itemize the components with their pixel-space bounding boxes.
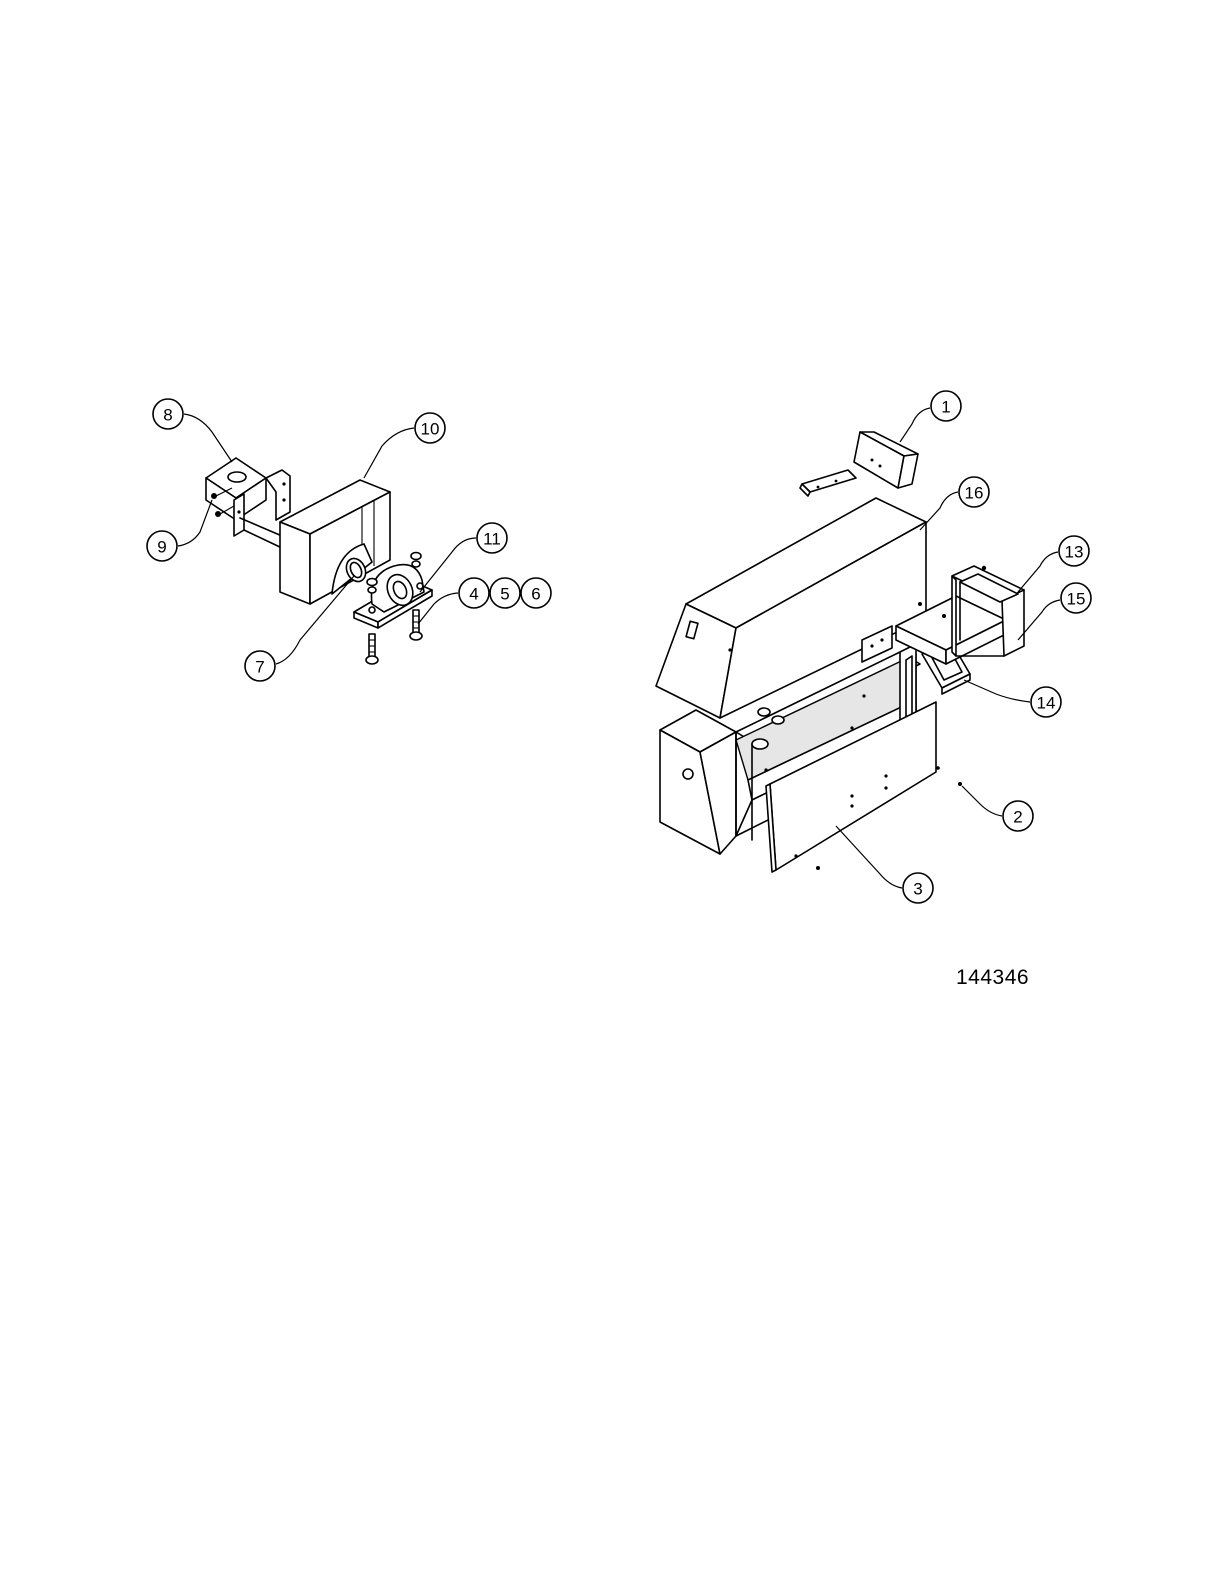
callout-bubble-6: 6 (521, 578, 551, 608)
callout-bubble-16: 16 (959, 477, 989, 507)
callout-label: 1 (941, 398, 950, 417)
callout-bubble-3: 3 (903, 873, 933, 903)
callout-bubble-2: 2 (1003, 801, 1033, 831)
callout-label: 16 (965, 484, 984, 503)
callout-label: 7 (255, 658, 264, 677)
callout-label: 14 (1037, 694, 1056, 713)
callout-bubble-7: 7 (245, 651, 275, 681)
callout-label: 2 (1013, 808, 1022, 827)
callout-bubble-4: 4 (459, 578, 489, 608)
callout-bubble-8: 8 (153, 399, 183, 429)
callout-bubble-13: 13 (1059, 536, 1089, 566)
callout-label: 8 (163, 406, 172, 425)
callout-label: 11 (483, 530, 501, 549)
callout-bubble-9: 9 (147, 531, 177, 561)
callout-label: 15 (1067, 590, 1086, 609)
callout-label: 13 (1065, 543, 1084, 562)
callout-bubble-1: 1 (931, 391, 961, 421)
shaft-part (240, 518, 282, 548)
callout-label: 4 (469, 585, 478, 604)
callout-bubble-5: 5 (490, 578, 520, 608)
callout-bubble-11: 11 (477, 523, 507, 553)
callout-label: 6 (531, 585, 540, 604)
right-assembly (656, 408, 1060, 888)
drawing-number: 144346 (956, 966, 1029, 990)
callout-label: 5 (500, 585, 509, 604)
callout-bubble-15: 15 (1061, 583, 1091, 613)
left-assembly (178, 414, 476, 664)
callout-label: 9 (157, 538, 166, 557)
callout-bubble-14: 14 (1031, 687, 1061, 717)
callout-bubble-10: 10 (415, 413, 445, 443)
callout-label: 3 (913, 880, 922, 899)
callout-label: 10 (421, 420, 440, 439)
mounting-bracket-part (206, 458, 290, 536)
